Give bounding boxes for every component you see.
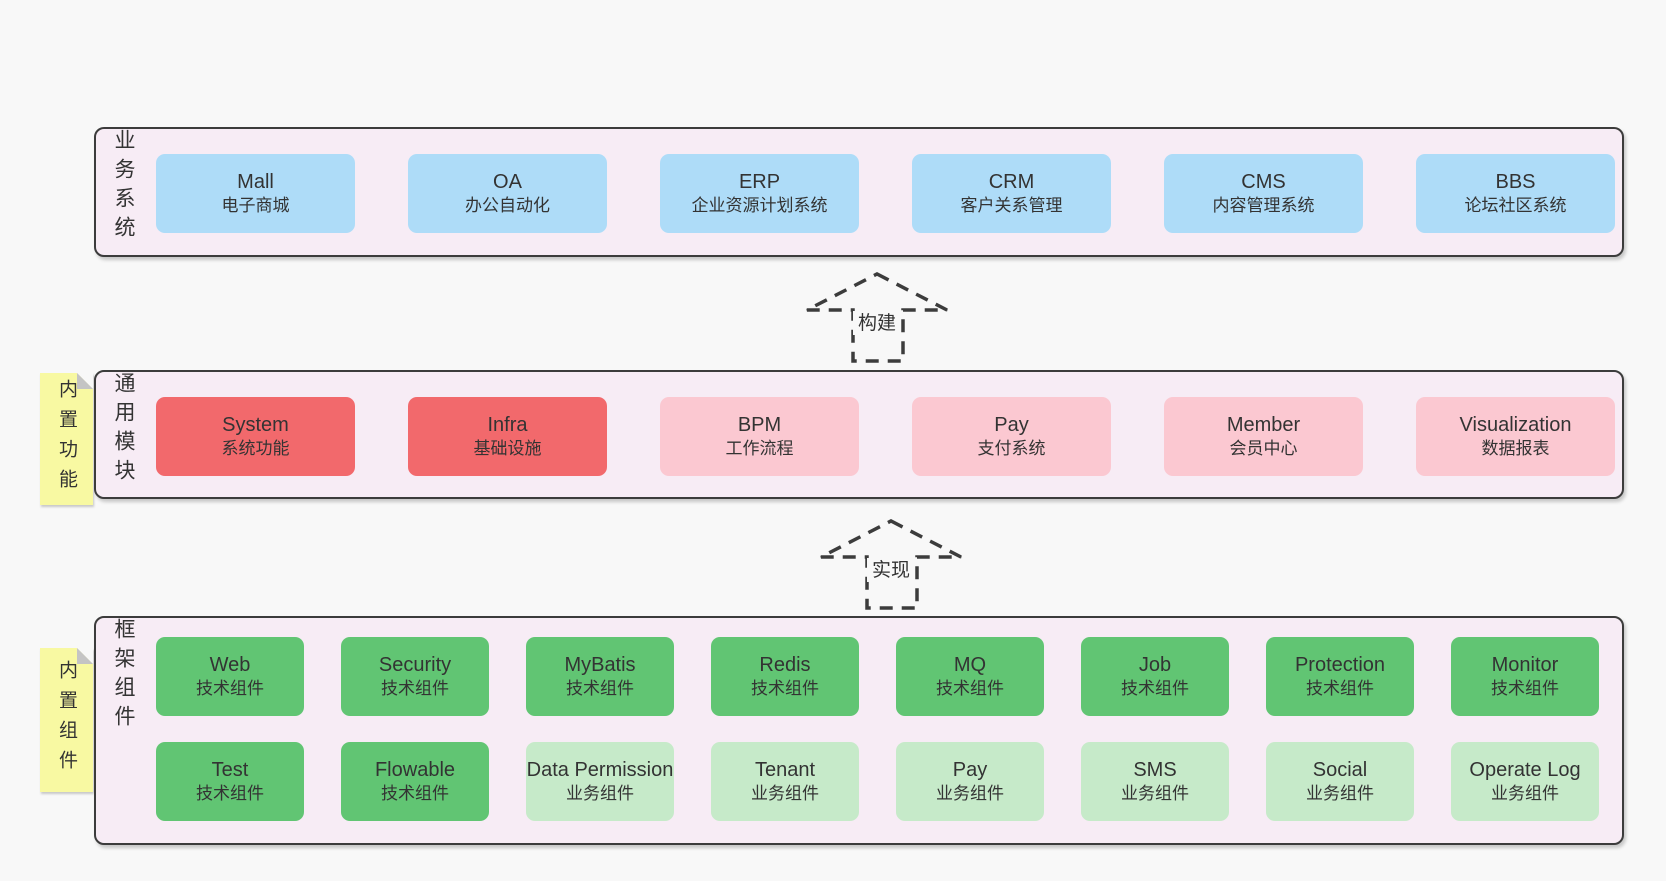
box-title: Flowable	[374, 759, 456, 782]
box-pay-component: Pay 业务组件	[896, 742, 1044, 821]
box-subtitle: 技术组件	[381, 784, 449, 804]
box-subtitle: 工作流程	[725, 439, 794, 459]
box-title: System	[222, 414, 289, 437]
arrow-label: 构建	[858, 312, 896, 334]
panel-common-modules: 通用模块 System 系统功能 Infra 基础设施 BPM 工作流程 Pay…	[94, 370, 1624, 499]
box-title: Social	[1312, 759, 1368, 782]
box-title: ERP	[738, 171, 781, 194]
box-data-permission: Data Permission 业务组件	[526, 742, 674, 821]
box-subtitle: 基础设施	[473, 439, 542, 459]
box-subtitle: 技术组件	[566, 679, 634, 699]
implement-arrow-icon: 实现	[820, 519, 962, 610]
box-pay: Pay 支付系统	[912, 397, 1111, 476]
box-subtitle: 电子商城	[221, 196, 290, 216]
box-bpm: BPM 工作流程	[660, 397, 859, 476]
box-mybatis: MyBatis 技术组件	[526, 637, 674, 716]
panel-label-modules: 通用模块	[112, 372, 135, 488]
box-system: System 系统功能	[156, 397, 355, 476]
box-title: Test	[211, 759, 249, 782]
box-subtitle: 支付系统	[977, 439, 1046, 459]
box-redis: Redis 技术组件	[711, 637, 859, 716]
tag-built-in-features: 内置功能	[40, 373, 93, 505]
box-subtitle: 办公自动化	[465, 196, 550, 216]
box-title: Operate Log	[1469, 759, 1581, 782]
box-subtitle: 技术组件	[1121, 679, 1189, 699]
box-subtitle: 技术组件	[196, 679, 264, 699]
box-subtitle: 业务组件	[1121, 784, 1189, 804]
box-subtitle: 会员中心	[1229, 439, 1298, 459]
box-title: Infra	[487, 414, 528, 437]
box-subtitle: 业务组件	[1491, 784, 1559, 804]
box-monitor: Monitor 技术组件	[1451, 637, 1599, 716]
box-subtitle: 技术组件	[381, 679, 449, 699]
box-subtitle: 业务组件	[1306, 784, 1374, 804]
box-title: BPM	[737, 414, 782, 437]
box-subtitle: 业务组件	[751, 784, 819, 804]
box-title: Protection	[1294, 654, 1386, 677]
box-subtitle: 技术组件	[751, 679, 819, 699]
box-mq: MQ 技术组件	[896, 637, 1044, 716]
box-title: OA	[493, 171, 522, 194]
box-member: Member 会员中心	[1164, 397, 1363, 476]
box-subtitle: 企业资源计划系统	[691, 196, 828, 216]
arrow-label-bg	[867, 558, 915, 582]
box-subtitle: 技术组件	[1306, 679, 1374, 699]
panel-framework-components: 框架组件 Web 技术组件 Security 技术组件 MyBatis 技术组件…	[94, 616, 1624, 845]
box-oa: OA 办公自动化	[408, 154, 607, 233]
box-title: Data Permission	[526, 759, 674, 782]
box-protection: Protection 技术组件	[1266, 637, 1414, 716]
box-flowable: Flowable 技术组件	[341, 742, 489, 821]
box-test: Test 技术组件	[156, 742, 304, 821]
box-title: Member	[1226, 414, 1301, 437]
box-sms: SMS 业务组件	[1081, 742, 1229, 821]
box-web: Web 技术组件	[156, 637, 304, 716]
box-subtitle: 技术组件	[936, 679, 1004, 699]
box-title: MQ	[953, 654, 987, 677]
box-title: Pay	[994, 414, 1029, 437]
box-subtitle: 技术组件	[1491, 679, 1559, 699]
box-security: Security 技术组件	[341, 637, 489, 716]
arrow-label-bg	[853, 311, 901, 335]
box-visualization: Visualization 数据报表	[1416, 397, 1615, 476]
box-mall: Mall 电子商城	[156, 154, 355, 233]
box-subtitle: 业务组件	[566, 784, 634, 804]
box-title: Redis	[759, 654, 811, 677]
box-title: Security	[378, 654, 452, 677]
box-subtitle: 业务组件	[936, 784, 1004, 804]
box-cms: CMS 内容管理系统	[1164, 154, 1363, 233]
box-tenant: Tenant 业务组件	[711, 742, 859, 821]
build-arrow-icon: 构建	[806, 272, 948, 363]
box-job: Job 技术组件	[1081, 637, 1229, 716]
box-subtitle: 数据报表	[1481, 439, 1550, 459]
box-social: Social 业务组件	[1266, 742, 1414, 821]
box-infra: Infra 基础设施	[408, 397, 607, 476]
box-title: Pay	[952, 759, 988, 782]
box-subtitle: 论坛社区系统	[1464, 196, 1567, 216]
box-operate-log: Operate Log 业务组件	[1451, 742, 1599, 821]
box-subtitle: 系统功能	[221, 439, 290, 459]
box-title: Web	[209, 654, 251, 677]
box-title: MyBatis	[564, 654, 636, 677]
tag-built-in-components: 内置组件	[40, 648, 93, 792]
box-title: Mall	[237, 171, 274, 194]
box-erp: ERP 企业资源计划系统	[660, 154, 859, 233]
box-crm: CRM 客户关系管理	[912, 154, 1111, 233]
panel-label-business: 业务系统	[112, 129, 135, 245]
box-title: SMS	[1133, 759, 1177, 782]
box-title: CRM	[988, 171, 1035, 194]
box-subtitle: 内容管理系统	[1212, 196, 1315, 216]
box-title: Tenant	[754, 759, 816, 782]
box-title: Job	[1138, 654, 1172, 677]
panel-label-components: 框架组件	[112, 618, 135, 734]
box-title: Monitor	[1491, 654, 1559, 677]
panel-business-systems: 业务系统 Mall 电子商城 OA 办公自动化 ERP 企业资源计划系统 CRM…	[94, 127, 1624, 257]
arrow-label: 实现	[872, 559, 910, 581]
box-bbs: BBS 论坛社区系统	[1416, 154, 1615, 233]
box-subtitle: 技术组件	[196, 784, 264, 804]
box-title: BBS	[1495, 171, 1536, 194]
box-title: CMS	[1241, 171, 1286, 194]
box-subtitle: 客户关系管理	[960, 196, 1063, 216]
box-title: Visualization	[1459, 414, 1572, 437]
